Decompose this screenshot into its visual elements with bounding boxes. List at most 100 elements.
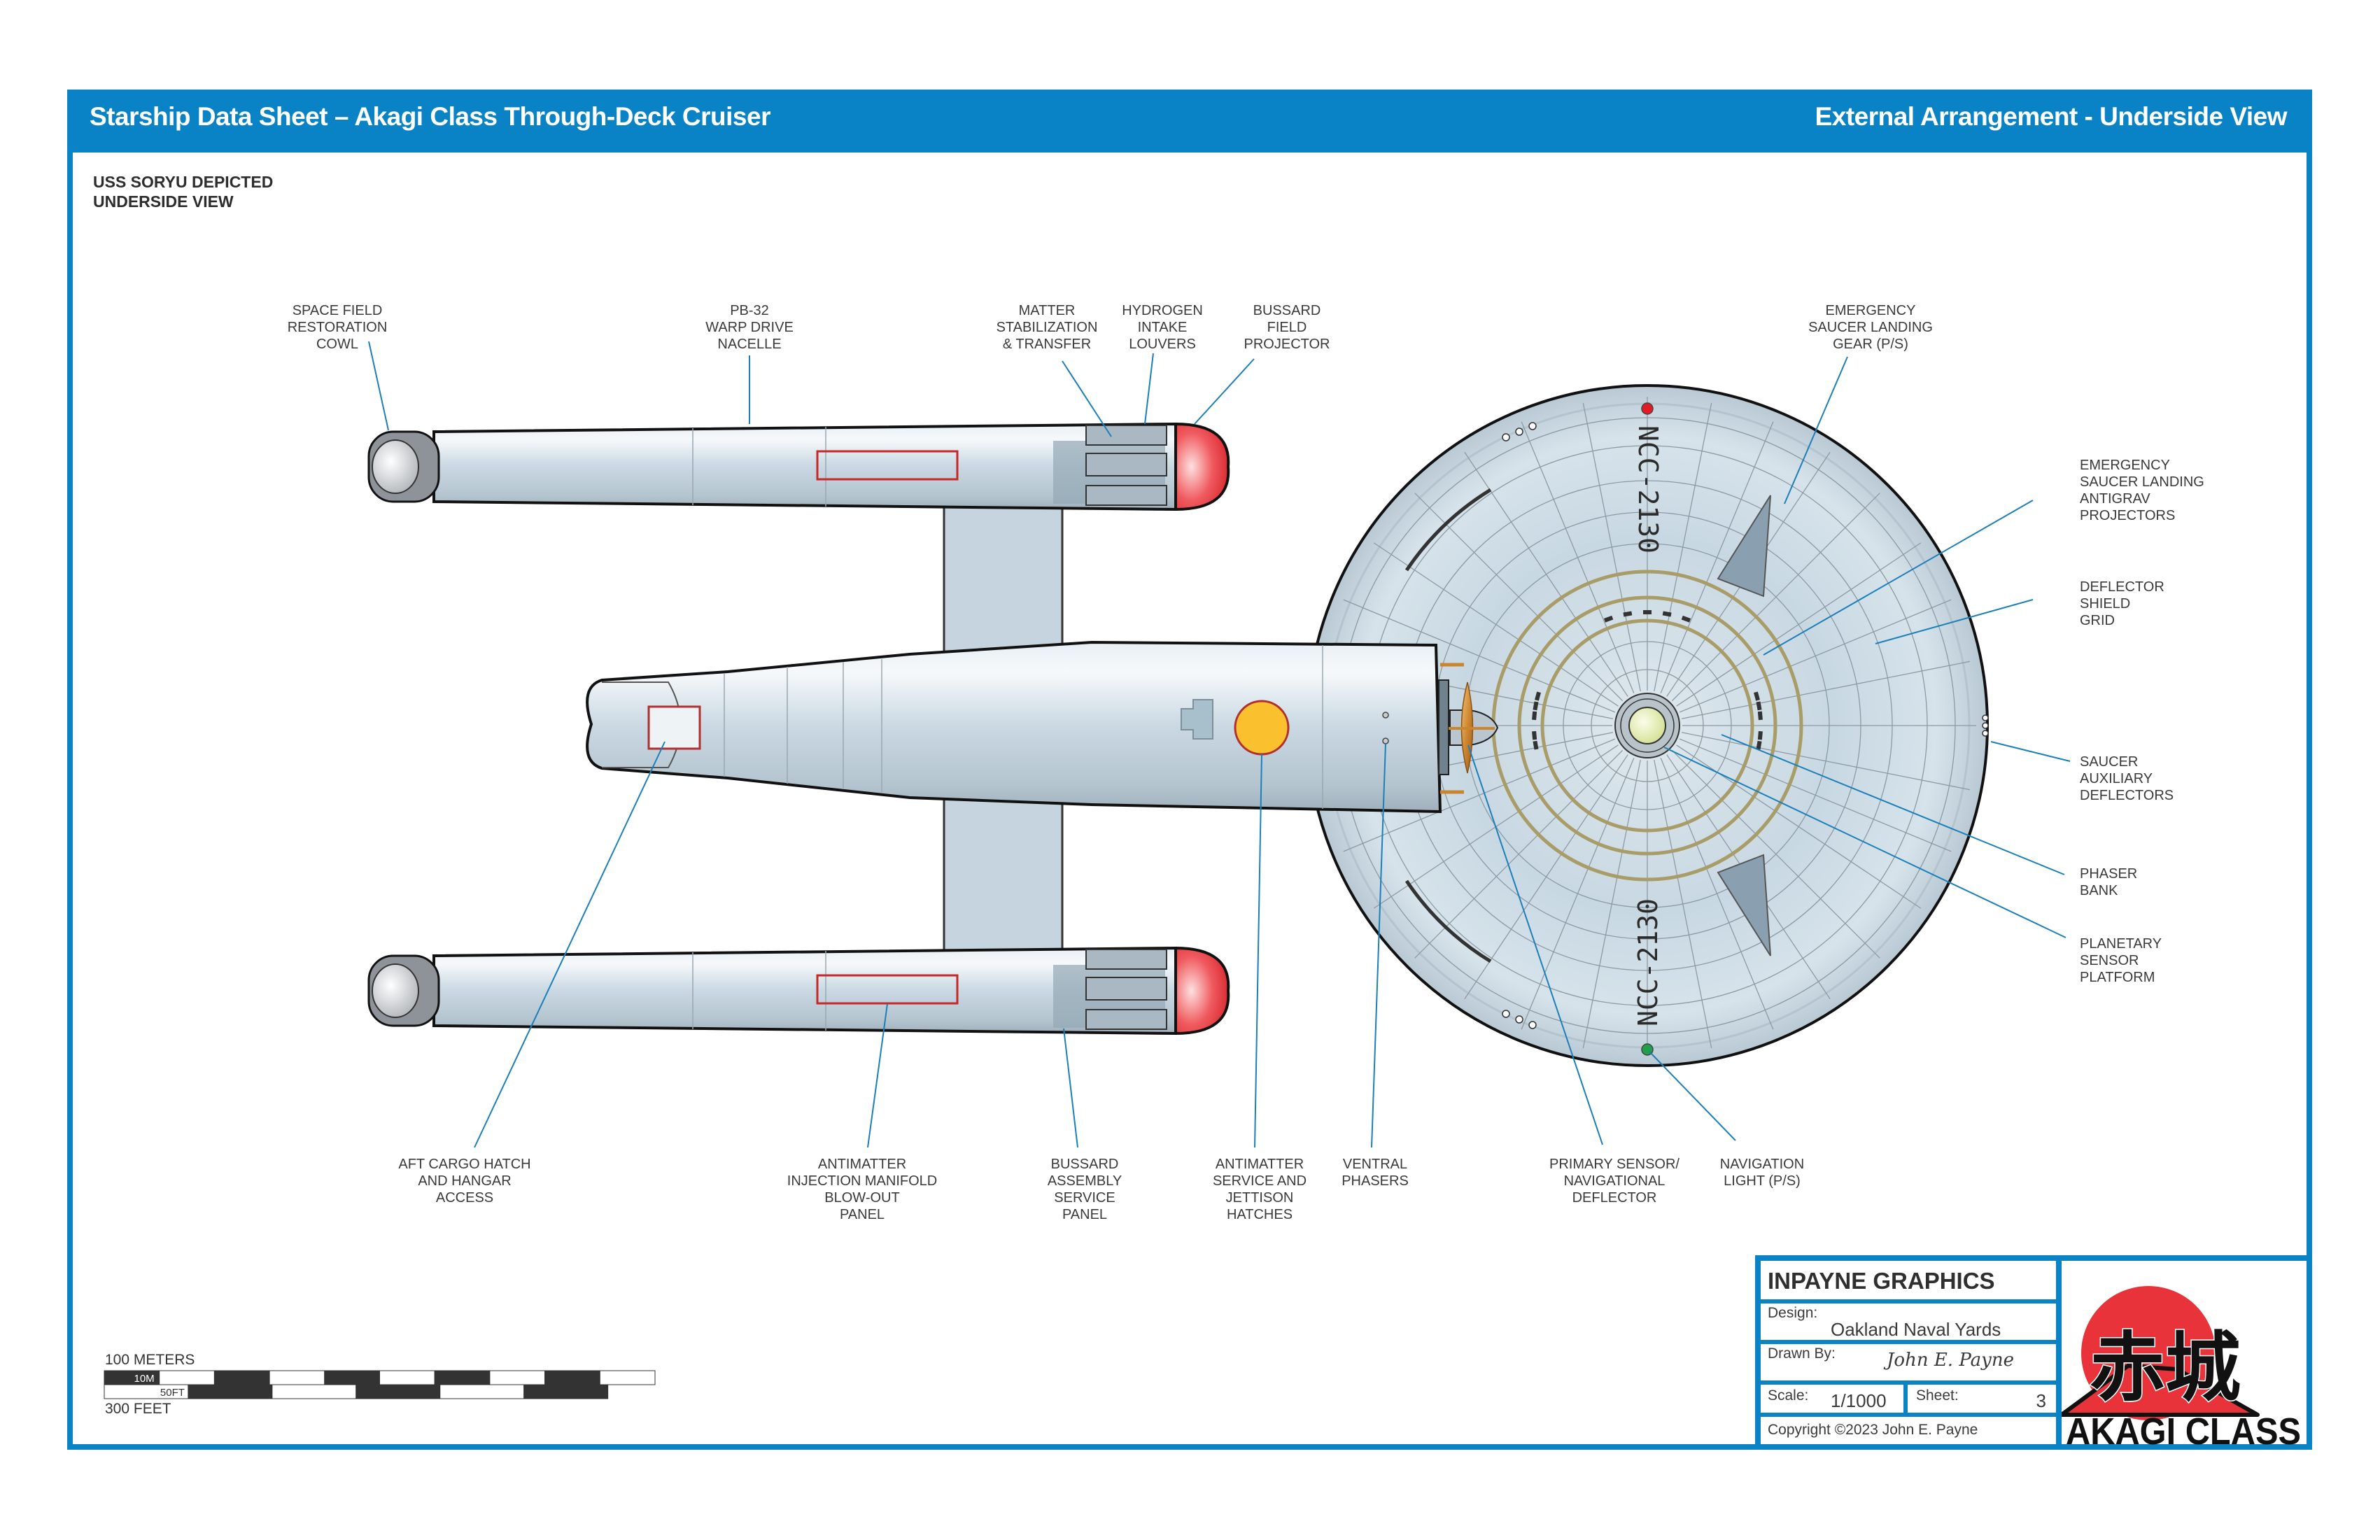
callout-line: RESTORATION xyxy=(287,320,388,335)
grid-spoke xyxy=(1414,749,1624,959)
scale-meter-segment xyxy=(434,1370,491,1385)
callout-line: EMERGENCY xyxy=(2080,458,2170,473)
drawn-by-label: Drawn By: xyxy=(1768,1345,1836,1362)
grid-spoke xyxy=(1660,421,1774,694)
callout-line: PROJECTORS xyxy=(2080,508,2176,523)
design-label: Design: xyxy=(1768,1305,1818,1321)
callout-line: LIGHT (P/S) xyxy=(1724,1173,1801,1189)
scale-label: Scale: xyxy=(1768,1387,1809,1404)
grid-spoke xyxy=(1582,402,1641,692)
leader-planetary-sensor-platform xyxy=(1663,747,2066,938)
callout-line: SERVICE AND xyxy=(1212,1173,1307,1189)
callout-line: DEFLECTOR xyxy=(2080,579,2164,595)
callout-line: NACELLE xyxy=(717,337,782,352)
ring-middle xyxy=(1517,595,1777,856)
callout-line: INJECTION MANIFOLD xyxy=(787,1173,938,1189)
grid-spoke xyxy=(1671,749,1880,959)
callout-line: PRIMARY SENSOR/ xyxy=(1549,1157,1680,1172)
scale-feet-label: 300 FEET xyxy=(105,1401,171,1417)
ring-inner xyxy=(1540,619,1754,833)
scale-feet-segment xyxy=(523,1384,609,1399)
leader-aft-cargo-hatch xyxy=(474,741,666,1148)
callout-line: PHASERS xyxy=(1342,1173,1409,1189)
service-panel xyxy=(1181,699,1213,740)
depicted-view: UNDERSIDE VIEW xyxy=(93,192,234,211)
antigrav-arc-starboard xyxy=(1404,880,1492,963)
sheet-value: 3 xyxy=(2036,1390,2046,1411)
grid-spoke xyxy=(1681,660,1971,719)
scale-50ft-label: 50FT xyxy=(160,1387,185,1399)
callout-line: PANEL xyxy=(1062,1207,1108,1222)
phaser-mark xyxy=(1533,740,1539,750)
leader-phaser-bank xyxy=(1721,734,2065,875)
phaser-mark xyxy=(1754,691,1760,701)
title-block: INPAYNE GRAPHICS Design: Oakland Naval Y… xyxy=(1755,1255,2062,1450)
callout-line: BUSSARD xyxy=(1050,1157,1119,1172)
leader-matter-stabilization xyxy=(1062,360,1112,437)
antimatter-hatch xyxy=(1234,700,1290,756)
callout-leader-lines xyxy=(368,341,2071,1148)
grid-spoke xyxy=(1521,421,1635,694)
callout-line: SENSOR xyxy=(2080,953,2139,968)
callout-line: SAUCER LANDING xyxy=(1808,320,1933,335)
grid-spoke xyxy=(1343,738,1616,852)
leader-bussard-field-projector xyxy=(1194,358,1255,425)
callout-line: SAUCER xyxy=(2080,754,2139,770)
phaser-mark xyxy=(1757,730,1763,740)
ventral-phaser-2 xyxy=(1382,737,1389,744)
signature: John E. Payne xyxy=(1887,1350,2014,1371)
scale-feet-segment xyxy=(355,1384,441,1399)
phaser-mark xyxy=(1662,611,1672,617)
scale-10m-label: 10M xyxy=(134,1373,155,1385)
phaser-mark xyxy=(1643,610,1652,614)
callout-line: SAUCER LANDING xyxy=(2080,474,2204,490)
antimatter-manifold-panel xyxy=(816,974,959,1005)
phaser-mark xyxy=(1603,615,1614,623)
callout-line: NAVIGATIONAL xyxy=(1563,1173,1666,1189)
callout-line: STABILIZATION xyxy=(996,320,1098,335)
primary-hull-saucer: NCC-2130 NCC-2130 xyxy=(1306,384,1989,1067)
scale-meters-label: 100 METERS xyxy=(105,1352,195,1368)
callout-line: PHASER xyxy=(2080,866,2138,882)
scale-meter-segment xyxy=(324,1370,380,1385)
sheet-frame xyxy=(67,90,2312,1450)
callout-line: AUXILIARY xyxy=(2080,771,2153,786)
leader-saucer-auxiliary-deflectors xyxy=(1990,741,2071,762)
logo-text: AKAGI CLASS xyxy=(2066,1411,2301,1450)
callout-line: DEFLECTORS xyxy=(2080,788,2174,803)
bussard-collector xyxy=(1174,422,1230,511)
ventral-phaser-1 xyxy=(1382,712,1389,719)
grid-spoke xyxy=(1660,757,1774,1030)
callout-line: GEAR (P/S) xyxy=(1833,337,1908,352)
leader-antimatter-injection-manifold xyxy=(867,1003,888,1148)
brand-name: INPAYNE GRAPHICS xyxy=(1768,1268,1995,1294)
navigation-light-port xyxy=(1641,402,1654,415)
sheet-label: Sheet: xyxy=(1916,1387,1959,1404)
callout-line: AND HANGAR xyxy=(418,1173,512,1189)
landing-gear-port xyxy=(1717,495,1771,598)
leader-antigrav-projectors xyxy=(1763,500,2034,656)
leader-space-field-restoration-cowl xyxy=(368,341,389,431)
scale-meter-segment xyxy=(489,1370,546,1385)
leader-bussard-assembly-service-panel xyxy=(1063,1028,1078,1148)
phaser-mark xyxy=(1756,701,1762,711)
warp-nacelle-starboard xyxy=(367,946,1230,1036)
phaser-mark xyxy=(1532,730,1537,740)
mountain xyxy=(2059,1364,2260,1417)
callout-line: ANTIMATTER xyxy=(817,1157,907,1172)
callout-line: ANTIGRAV xyxy=(2080,491,2150,507)
grid-spoke xyxy=(1343,599,1616,713)
leader-deflector-shield-grid xyxy=(1875,599,2034,644)
leader-hydrogen-intake-louvers xyxy=(1144,353,1154,425)
grid-spoke xyxy=(1679,599,1952,713)
callout-line: SHIELD xyxy=(2080,596,2131,612)
callout-line: PLATFORM xyxy=(2080,970,2155,985)
scale-value: 1/1000 xyxy=(1831,1390,1887,1411)
